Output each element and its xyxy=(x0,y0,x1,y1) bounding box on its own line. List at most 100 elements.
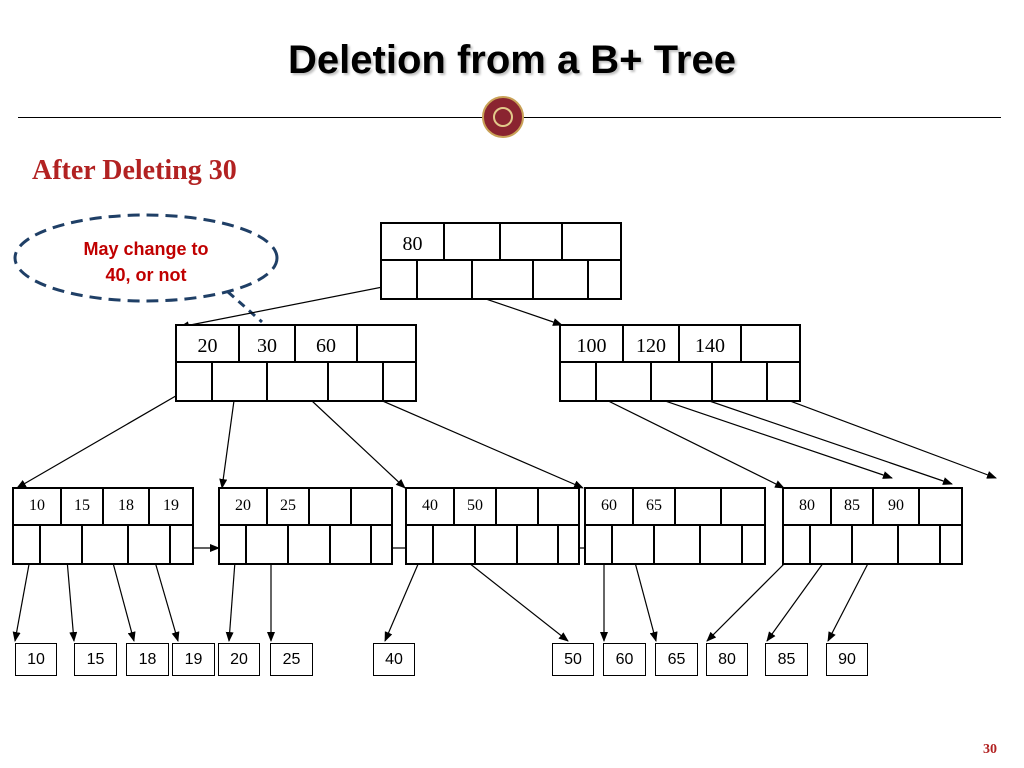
leaf-4-key-3 xyxy=(674,489,720,524)
leaf-4-ptr-4 xyxy=(741,526,764,563)
root-key-3 xyxy=(499,224,561,259)
leaf-5-ptr-1 xyxy=(809,526,851,563)
internal-left-ptr-3 xyxy=(327,363,382,400)
root-ptr-4 xyxy=(587,261,620,298)
leaf-node-5: 80 85 90 xyxy=(782,487,963,565)
internal-right-ptr-2 xyxy=(650,363,711,400)
callout-bubble xyxy=(13,213,279,303)
leaf-2-ptr-3 xyxy=(329,526,370,563)
leaf-1-ptr-3 xyxy=(127,526,169,563)
internal-node-left: 20 30 60 xyxy=(175,324,417,402)
internal-left-ptr-2 xyxy=(266,363,327,400)
leaf-1-key-4: 19 xyxy=(148,489,192,524)
internal-right-key-3: 140 xyxy=(678,326,740,361)
record-18: 18 xyxy=(126,643,169,676)
internal-right-ptr-4 xyxy=(766,363,799,400)
leaf-5-key-2: 85 xyxy=(830,489,872,524)
leaf-node-4: 60 65 xyxy=(584,487,766,565)
root-key-4 xyxy=(561,224,620,259)
leaf-node-1: 10 15 18 19 xyxy=(12,487,194,565)
record-19: 19 xyxy=(172,643,215,676)
record-80: 80 xyxy=(706,643,748,676)
callout-tail xyxy=(227,290,263,324)
internal-left-ptr-4 xyxy=(382,363,415,400)
leaf-node-3: 40 50 xyxy=(405,487,580,565)
record-85: 85 xyxy=(765,643,808,676)
internal-right-ptr-0 xyxy=(561,363,595,400)
leaf-5-ptr-0 xyxy=(784,526,809,563)
internal-node-right: 100 120 140 xyxy=(559,324,801,402)
leaf-3-ptr-0 xyxy=(407,526,432,563)
record-10: 10 xyxy=(15,643,57,676)
record-15: 15 xyxy=(74,643,117,676)
callout-line-1: May change to xyxy=(83,239,209,259)
leaf-4-ptr-0 xyxy=(586,526,611,563)
edge-int1-p1 xyxy=(219,385,237,489)
leaf-2-key-1: 20 xyxy=(235,497,251,514)
leaf-node-2: 20 25 xyxy=(218,487,393,565)
callout-text: May change to 40, or not xyxy=(60,236,232,288)
internal-right-key-1: 100 xyxy=(576,335,607,357)
leaf-2-ptr-2 xyxy=(287,526,329,563)
leaf-1-ptr-0 xyxy=(14,526,39,563)
edge-int2-p0 xyxy=(577,385,785,489)
leaf-2-key-2: 25 xyxy=(266,489,308,524)
record-50: 50 xyxy=(552,643,594,676)
leaf-3-ptr-2 xyxy=(474,526,516,563)
leaf-4-ptr-2 xyxy=(653,526,699,563)
leaf-4-key-4 xyxy=(720,489,764,524)
leaf-3-key-1: 40 xyxy=(422,497,438,514)
leaf-5-ptr-4 xyxy=(939,526,961,563)
leaf-1-key-1: 10 xyxy=(29,497,45,514)
internal-left-key-1: 20 xyxy=(197,335,218,357)
record-65: 65 xyxy=(655,643,698,676)
leaf-2-ptr-4 xyxy=(370,526,391,563)
record-40: 40 xyxy=(373,643,415,676)
leaf-5-ptr-2 xyxy=(851,526,897,563)
leaf-1-ptr-4 xyxy=(169,526,192,563)
leaf-1-ptr-1 xyxy=(39,526,81,563)
leaf-4-key-2: 65 xyxy=(632,489,674,524)
page-number: 30 xyxy=(983,742,997,757)
internal-right-ptr-3 xyxy=(711,363,766,400)
leaf-2-key-3 xyxy=(308,489,350,524)
leaf-5-key-1: 80 xyxy=(799,497,815,514)
root-key-2 xyxy=(443,224,499,259)
leaf-1-key-2: 15 xyxy=(60,489,102,524)
record-20: 20 xyxy=(218,643,260,676)
edge-int2-p2 xyxy=(688,393,953,485)
leaf-3-key-3 xyxy=(495,489,537,524)
root-ptr-3 xyxy=(532,261,587,298)
leaf-3-ptr-3 xyxy=(516,526,557,563)
leaf-1-ptr-2 xyxy=(81,526,127,563)
edge-int1-p2 xyxy=(295,385,406,489)
leaf-2-ptr-1 xyxy=(245,526,287,563)
internal-left-key-2: 30 xyxy=(238,326,294,361)
leaf-4-ptr-3 xyxy=(699,526,741,563)
internal-left-key-4 xyxy=(356,326,415,361)
leaf-3-ptr-1 xyxy=(432,526,474,563)
internal-left-ptr-1 xyxy=(211,363,266,400)
leaf-3-ptr-4 xyxy=(557,526,578,563)
record-90: 90 xyxy=(826,643,868,676)
leaf-1-key-3: 18 xyxy=(102,489,148,524)
internal-right-ptr-1 xyxy=(595,363,650,400)
leaf-4-key-1: 60 xyxy=(601,497,617,514)
leaf-3-key-2: 50 xyxy=(453,489,495,524)
edge-int1-p3 xyxy=(347,385,584,489)
university-seal-logo xyxy=(482,96,524,138)
internal-right-key-2: 120 xyxy=(622,326,678,361)
leaf-2-key-4 xyxy=(350,489,391,524)
internal-right-key-4 xyxy=(740,326,799,361)
root-node: 80 xyxy=(380,222,622,300)
edge-root-left xyxy=(179,283,399,330)
leaf-5-key-3: 90 xyxy=(872,489,918,524)
leaf-2-ptr-0 xyxy=(220,526,245,563)
leaf-5-key-4 xyxy=(918,489,961,524)
root-ptr-0 xyxy=(382,261,416,298)
edge-int1-p0 xyxy=(16,385,194,489)
record-25: 25 xyxy=(270,643,313,676)
root-key-1: 80 xyxy=(402,233,423,255)
root-ptr-1 xyxy=(416,261,471,298)
